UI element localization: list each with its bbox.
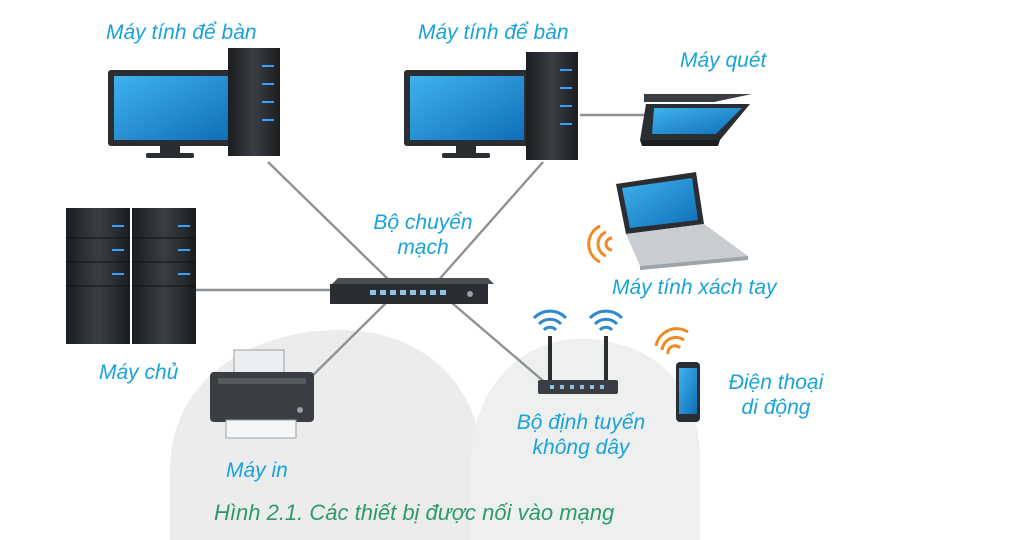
network-cables [194, 113, 652, 389]
label-server: Máy chủ [99, 361, 179, 384]
server-icon [66, 208, 196, 344]
label-switch-line1: Bộ chuyển [373, 211, 473, 234]
label-scanner: Máy quét [680, 49, 767, 72]
label-switch-line2: mạch [397, 236, 449, 259]
label-desktop-left: Máy tính để bàn [106, 21, 257, 44]
laptop-icon [616, 172, 748, 270]
scanner-icon [640, 94, 752, 146]
label-phone-line1: Điện thoại [728, 371, 824, 394]
label-router-line2: không dây [532, 436, 630, 459]
label-laptop: Máy tính xách tay [612, 276, 777, 299]
mobile-phone-icon [676, 362, 700, 422]
wifi-signal-icon [654, 327, 689, 355]
desktop-computer-icon [108, 48, 280, 158]
wifi-signal-icon [587, 224, 613, 264]
label-router-line1: Bộ định tuyến [516, 411, 646, 434]
label-router: Bộ định tuyến không dây [496, 410, 666, 460]
printer-icon [210, 349, 314, 439]
desktop-computer-icon [404, 52, 578, 160]
label-phone-line2: di động [741, 396, 811, 419]
wireless-router-icon [532, 309, 624, 394]
label-desktop-right: Máy tính để bàn [418, 21, 569, 44]
label-printer: Máy in [226, 459, 288, 482]
figure-caption: Hình 2.1. Các thiết bị được nối vào mạng [214, 500, 615, 525]
label-phone: Điện thoại di động [712, 370, 840, 420]
label-switch: Bộ chuyển mạch [358, 210, 488, 260]
network-switch-icon [330, 278, 494, 304]
